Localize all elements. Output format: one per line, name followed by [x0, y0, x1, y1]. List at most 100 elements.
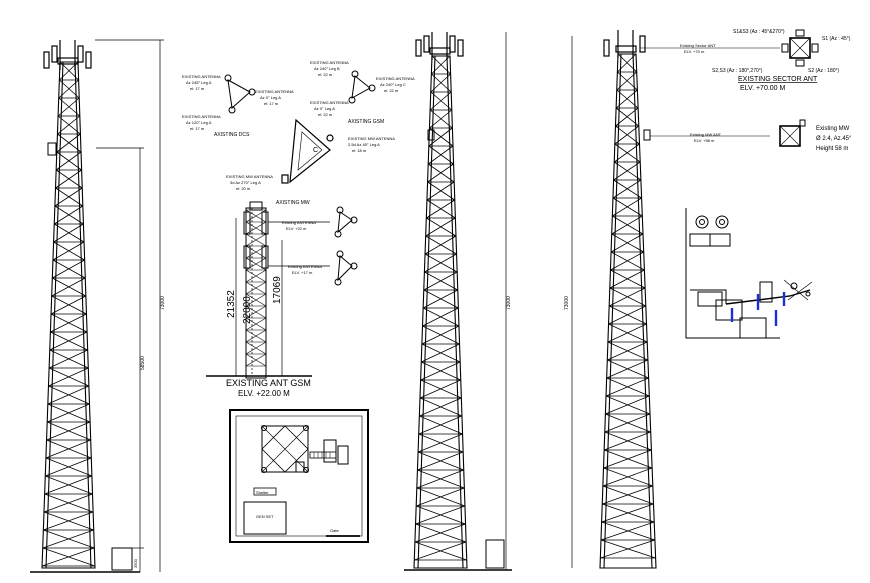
- svg-text:EXISTING ANTENNA Az 240°: EXISTING ANTENNA Az 240° Leg C el: 22 m: [376, 76, 416, 93]
- caption-mw: AXISTING MW: [276, 200, 310, 206]
- svg-text:EXISTING ANTENNA Az 245°: EXISTING ANTENNA Az 245° Leg A el: 17 m: [182, 74, 222, 91]
- dim-17069: 17069: [272, 276, 283, 304]
- side-antenna-cluster-2: [334, 250, 358, 286]
- svg-text:EXISTING MW ANTENNA 3d A: EXISTING MW ANTENNA 3d Az 270° Leg A el:…: [226, 174, 274, 191]
- tower-2-base-cabinet: [485, 539, 505, 569]
- elev-antenna-2-line2: ELV. +17 m: [292, 270, 313, 275]
- equipment-feeders: [730, 292, 786, 326]
- mw-note-line3: Height 58 m: [816, 146, 848, 152]
- mw-note-line1: Existing MW: [816, 126, 850, 132]
- site-plan-room-label: Shelter: [256, 490, 269, 495]
- gsm-elevation-tower: [243, 201, 269, 379]
- tower-1-base-cabinet: [111, 547, 133, 571]
- tower-1-base-label: 3500: [133, 558, 138, 568]
- gsm-elevation-bracing: [245, 209, 267, 367]
- triangle-corner-label: C: [313, 147, 318, 154]
- tower-3-mw-dish: [643, 129, 651, 141]
- mw-callout-line1: Existing MW ANT: [690, 132, 722, 137]
- gsm-a-line1: EXISTING ANTENNA: [310, 60, 349, 65]
- dim-22000: 22000: [242, 296, 253, 324]
- dcs-b-line3: el: 17 m: [264, 101, 279, 106]
- tower-2: 73000: [404, 32, 512, 571]
- tower-2-lattice: [413, 55, 468, 569]
- sector-square-plan: [781, 29, 819, 67]
- gsm-panel-title: EXISTING ANT GSM: [226, 378, 311, 388]
- sector-panel-title: EXISTING SECTOR ANT: [738, 76, 818, 83]
- sector-callout-line1: Existing Sector ANT: [680, 43, 716, 48]
- tower-1: 73000 58500 3500: [30, 39, 166, 573]
- gsm-c-line3: el: 22 m: [318, 112, 333, 117]
- svg-text:EXISTING MW ANTENNA 2.5d: EXISTING MW ANTENNA 2.5d Az 45° Leg A el…: [348, 136, 396, 153]
- gsm-b-line1: EXISTING ANTENNA: [376, 76, 415, 81]
- mw-a-line3: el: 18 m: [352, 148, 367, 153]
- svg-text:EXISTING ANTENNA Az 120°: EXISTING ANTENNA Az 120° Leg A el: 17 m: [182, 114, 222, 131]
- dim-21352: 21352: [226, 290, 237, 318]
- gsm-elevation-dimensions: [206, 208, 330, 377]
- gsm-a-line3: el: 22 m: [318, 72, 333, 77]
- caption-gsm: AXISTING GSM: [348, 119, 384, 125]
- sector-label-s2: S2 (Az : 180°): [808, 68, 840, 74]
- dcs-a-line1: EXISTING ANTENNA: [182, 74, 221, 79]
- sector-label-s1: S1 (Az : 45°): [822, 36, 851, 42]
- side-antenna-cluster-1: [334, 206, 358, 238]
- sector-label-s1s3: S1&S3 (Az : 45°&270°): [733, 29, 785, 35]
- tower-3-bracing: [600, 53, 656, 559]
- svg-text:EXISTING ANTENNA Az 0° L: EXISTING ANTENNA Az 0° Leg A el: 22 m: [310, 100, 350, 117]
- svg-text:Existing ANTENNA ELV. +1: Existing ANTENNA ELV. +17 m: [288, 264, 323, 275]
- tower-2-height-label: 73000: [506, 296, 512, 310]
- gsm-c-line1: EXISTING ANTENNA: [310, 100, 349, 105]
- dcs-a-line3: el: 17 m: [190, 86, 205, 91]
- tower-2-top-antennas: [415, 32, 464, 60]
- tower-1-dimensions: [95, 39, 164, 572]
- tower-1-height-label: 73000: [160, 296, 166, 310]
- mw-b-line3: el: 20 m: [236, 186, 251, 191]
- mw-b-line2: 3d Az 270° Leg A: [230, 180, 261, 185]
- mw-a-line1: EXISTING MW ANTENNA: [348, 136, 395, 141]
- sector-callout-line2: ELV. +70 m: [684, 49, 705, 54]
- svg-text:Existing MW Ø 2.4, Az.45: Existing MW Ø 2.4, Az.45° Height 58 m: [816, 126, 853, 152]
- tower-1-mid-label: 58500: [140, 356, 146, 370]
- dcs-c-line1: EXISTING ANTENNA: [182, 114, 221, 119]
- tower-3-lattice: [599, 53, 657, 569]
- panel-sector: S1&S3 (Az : 45°&270°) S1 (Az : 45°) S2,S…: [680, 29, 853, 339]
- dcs-a-line2: Az 245° Leg A: [186, 80, 212, 85]
- panel-gsm: EXISTING ANTENNA Az 245° Leg A el: 17 m …: [182, 60, 416, 398]
- site-plan-genset-label: GEN SET: [256, 514, 274, 519]
- dcs-b-line1: EXISTING ANTENNA: [255, 89, 294, 94]
- tower-2-bracing: [414, 55, 467, 561]
- gsm-antenna-triangle: [348, 70, 376, 104]
- dcs-b-line2: Az 0° Leg A: [260, 95, 281, 100]
- dcs-antenna-triangle: [224, 74, 256, 114]
- mw-note-line2: Ø 2.4, Az.45°: [816, 136, 852, 142]
- mw-square-plan: [779, 119, 806, 147]
- site-plan-gate-label: Gate: [330, 528, 339, 533]
- mw-antenna-triangle: [281, 118, 334, 184]
- tower-3-height-label: 73000: [564, 296, 570, 310]
- tower-3: 73000: [564, 30, 780, 569]
- equipment-detail: [685, 208, 813, 339]
- gsm-b-line3: el: 22 m: [384, 88, 399, 93]
- sector-label-s2s3: S2,S3 (Az : 180°,270°): [712, 68, 763, 74]
- tower-1-bracing: [41, 61, 96, 567]
- elev-antenna-2-line1: Existing ANTENNA: [288, 264, 322, 269]
- gsm-b-line2: Az 240° Leg C: [380, 82, 406, 87]
- dcs-c-line3: el: 17 m: [190, 126, 205, 131]
- dcs-c-line2: Az 120° Leg A: [186, 120, 212, 125]
- tower-1-top-antennas: [43, 40, 92, 70]
- tower-3-top-antennas: [603, 30, 646, 58]
- sector-panel-elevation: ELV. +70.00 M: [740, 85, 786, 92]
- svg-text:EXISTING ANTENNA Az 240°: EXISTING ANTENNA Az 240° Leg B el: 22 m: [310, 60, 350, 77]
- svg-text:Existing Sector ANT ELV.: Existing Sector ANT ELV. +70 m: [680, 43, 717, 54]
- mw-callout-line2: ELV. +58 m: [694, 138, 715, 143]
- gsm-a-line2: Az 240° Leg B: [314, 66, 340, 71]
- mw-b-line1: EXISTING MW ANTENNA: [226, 174, 273, 179]
- site-plan: [229, 409, 369, 543]
- svg-text:EXISTING ANTENNA Az 0° L: EXISTING ANTENNA Az 0° Leg A el: 17 m: [255, 89, 295, 106]
- caption-dcs: AXISTING DCS: [214, 132, 250, 138]
- mw-a-line2: 2.5d Az 45° Leg A: [348, 142, 380, 147]
- svg-text:Existing MW ANT ELV. +58: Existing MW ANT ELV. +58 m: [690, 132, 722, 143]
- elev-antenna-1-line1: Existing ANTENNA: [282, 220, 316, 225]
- gsm-panel-elevation: ELV. +22.00 M: [238, 389, 290, 398]
- elev-antenna-1-line2: ELV. +22 m: [286, 226, 307, 231]
